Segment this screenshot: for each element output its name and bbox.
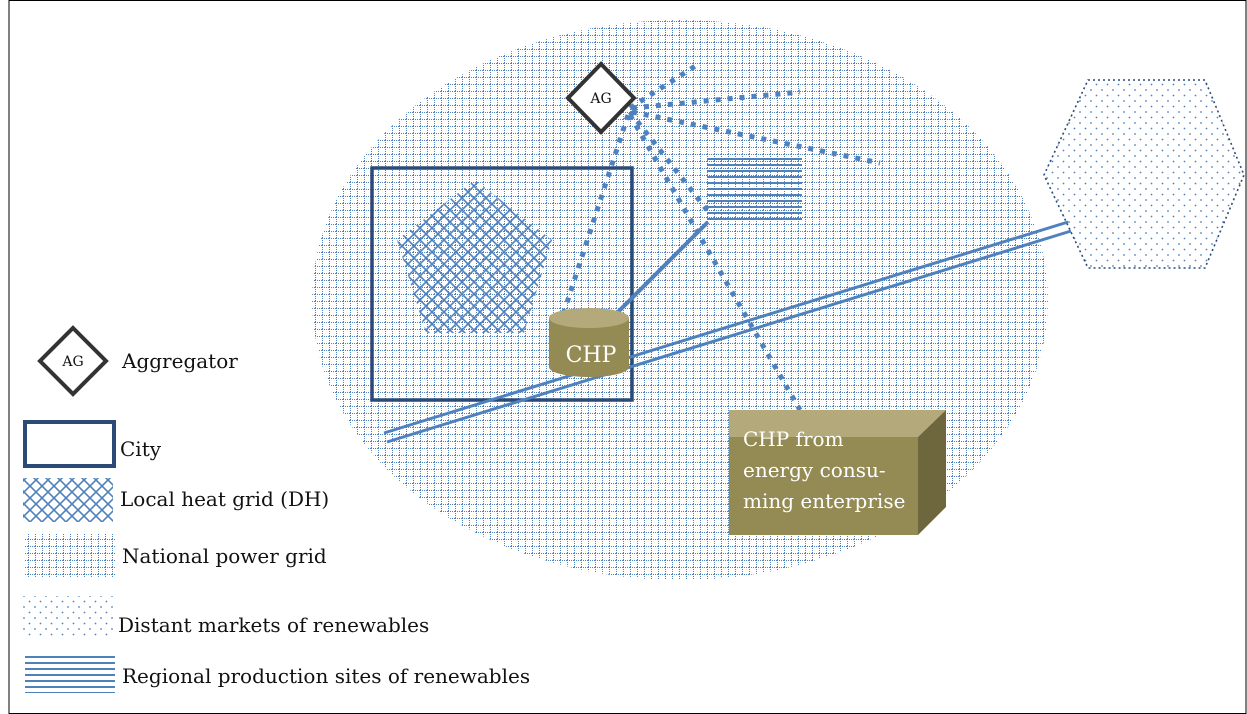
city-boundary (370, 166, 634, 402)
legend-national-power-grid-swatch (25, 533, 115, 577)
aggregator-links (559, 60, 881, 412)
transmission-line-lower (386, 229, 1072, 444)
legend-national-power-grid-label: National power grid (122, 544, 327, 568)
chp-city-node: CHP (549, 308, 629, 377)
legend-item-local-heat-grid: Local heat grid (DH) (23, 478, 329, 522)
chp-cylinder-body (549, 318, 629, 377)
legend: AG Aggregator City Local heat grid (DH) … (23, 325, 530, 693)
regional-production-site (707, 158, 802, 221)
legend-item-city: City (23, 420, 162, 468)
legend-regional-production-swatch (25, 655, 115, 693)
legend-item-regional-production: Regional production sites of renewables (25, 655, 530, 693)
transmission-line (383, 220, 1072, 444)
link-to-east (631, 89, 801, 111)
distant-markets-area (1043, 79, 1245, 269)
aggregator-diamond (565, 61, 637, 135)
legend-distant-markets-swatch (23, 596, 113, 636)
legend-city-label: City (120, 437, 162, 461)
legend-item-distant-markets: Distant markets of renewables (23, 596, 429, 637)
chp-enterprise-node: CHP from energy consu- ming enterprise (729, 410, 946, 535)
legend-item-aggregator: AG Aggregator (37, 325, 238, 397)
chp-cylinder-top (549, 308, 629, 328)
chp-city-label: CHP (566, 343, 617, 368)
legend-item-national-power-grid: National power grid (25, 533, 327, 577)
enterprise-box-top (729, 410, 946, 437)
link-to-north (628, 60, 702, 111)
enterprise-box-front (729, 437, 918, 535)
aggregator-label: AG (589, 91, 611, 107)
enterprise-label-line-2: energy consu- (743, 458, 886, 482)
legend-aggregator-icon-label: AG (61, 354, 83, 370)
legend-regional-production-label: Regional production sites of renewables (122, 664, 530, 688)
legend-aggregator-label: Aggregator (121, 349, 238, 373)
enterprise-label: CHP from energy consu- ming enterprise (743, 427, 905, 513)
enterprise-box-side (918, 410, 946, 535)
chp-regional-link (610, 220, 710, 320)
legend-local-heat-grid-label: Local heat grid (DH) (120, 487, 329, 511)
legend-local-heat-grid-swatch (23, 478, 113, 522)
local-heat-grid-area (397, 180, 552, 333)
link-to-regional-site (628, 110, 709, 212)
legend-distant-markets-label: Distant markets of renewables (118, 613, 429, 637)
enterprise-label-line-1: CHP from (743, 427, 844, 451)
legend-aggregator-icon (37, 325, 109, 397)
enterprise-label-line-3: ming enterprise (743, 489, 905, 513)
aggregator-node: AG (565, 61, 637, 135)
link-to-chp-enterprise (627, 113, 803, 412)
transmission-line-upper (383, 220, 1069, 435)
legend-city-swatch (23, 420, 116, 468)
